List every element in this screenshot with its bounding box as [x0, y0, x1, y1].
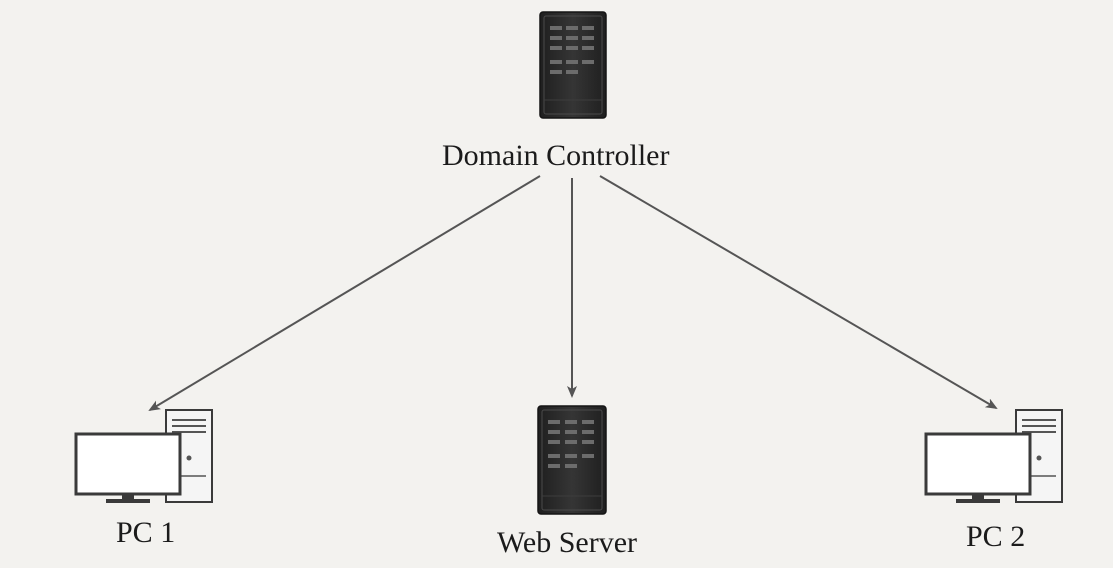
pc1-label: PC 1 [116, 516, 176, 549]
connections [148, 175, 998, 412]
pc2-label: PC 2 [966, 520, 1026, 553]
server-rack-icon [537, 405, 607, 515]
server-rack-icon [539, 11, 607, 119]
domain-controller-label: Domain Controller [442, 139, 670, 172]
arrow-dc-to-pc1 [148, 175, 541, 412]
desktop-computer-icon [924, 409, 1063, 503]
web-server-label: Web Server [497, 526, 638, 559]
arrow-dc-to-pc2 [599, 175, 998, 410]
desktop-computer-icon [74, 409, 213, 503]
